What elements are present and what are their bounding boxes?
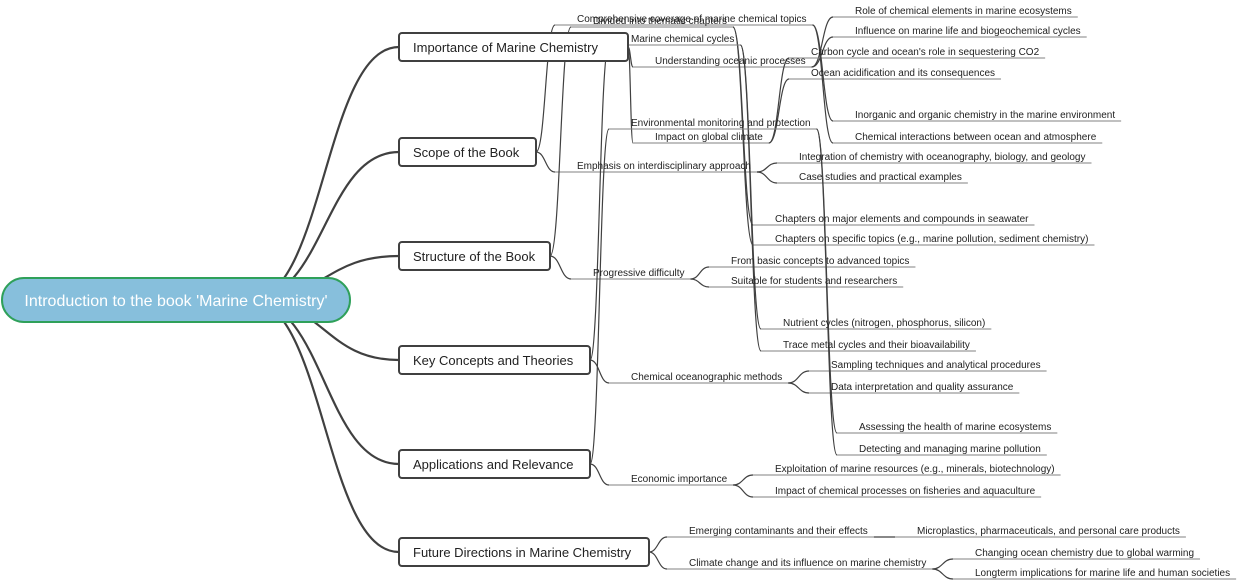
branch-box	[398, 32, 629, 62]
branch-to-subtopic-connector	[648, 551, 668, 570]
detail-label: Detecting and managing marine pollution	[859, 444, 1041, 455]
detail-label: Assessing the health of marine ecosystem…	[859, 422, 1051, 433]
detail-label: Chapters on specific topics (e.g., marin…	[775, 234, 1088, 245]
branch-node[interactable]: Structure of the Book	[398, 241, 551, 271]
detail-label: Microplastics, pharmaceuticals, and pers…	[917, 526, 1180, 537]
root-box	[1, 277, 351, 323]
branch-label: Future Directions in Marine Chemistry	[413, 545, 632, 560]
detail-label: Changing ocean chemistry due to global w…	[975, 548, 1194, 559]
branch-label: Scope of the Book	[413, 145, 520, 160]
subtopic-to-detail-connector	[756, 162, 778, 173]
subtopic-to-detail-connector	[690, 278, 710, 288]
detail-label: Influence on marine life and biogeochemi…	[855, 26, 1081, 37]
subtopic-label: Emerging contaminants and their effects	[689, 526, 868, 537]
branch-label: Applications and Relevance	[413, 457, 573, 472]
subtopic-to-detail-connector	[811, 36, 834, 68]
subtopic-label: Impact on global climate	[655, 132, 763, 143]
detail-label: Exploitation of marine resources (e.g., …	[775, 464, 1055, 475]
detail-label: Trace metal cycles and their bioavailabi…	[783, 340, 970, 351]
branch-to-subtopic-connector	[535, 151, 556, 173]
subtopic-to-detail-connector	[811, 24, 834, 144]
branch-to-subtopic-connector	[549, 255, 572, 280]
subtopic-label: Understanding oceanic processes	[655, 56, 806, 67]
detail-label: Chapters on major elements and compounds…	[775, 214, 1029, 225]
detail-label: Longterm implications for marine life an…	[975, 568, 1230, 579]
branch-node[interactable]: Applications and Relevance	[398, 449, 591, 479]
branch-node[interactable]: Key Concepts and Theories	[398, 345, 591, 375]
branch-box	[398, 345, 591, 375]
detail-label: Nutrient cycles (nitrogen, phosphorus, s…	[783, 318, 985, 329]
branch-to-subtopic-connector	[535, 24, 556, 153]
detail-label: Inorganic and organic chemistry in the m…	[855, 110, 1115, 121]
branch-node[interactable]: Scope of the Book	[398, 137, 537, 167]
subtopic-to-detail-connector	[788, 370, 810, 384]
detail-label: Sampling techniques and analytical proce…	[831, 360, 1041, 371]
branch-to-subtopic-connector	[589, 359, 610, 384]
branch-node[interactable]: Future Directions in Marine Chemistry	[398, 537, 650, 567]
detail-label: Chemical interactions between ocean and …	[855, 132, 1097, 143]
branch-box	[398, 137, 537, 167]
root-node[interactable]: Introduction to the book 'Marine Chemist…	[1, 277, 351, 323]
subtopic-to-detail-connector	[739, 44, 762, 352]
subtopic-to-detail-connector	[733, 474, 754, 486]
subtopic-to-detail-connector	[788, 382, 810, 394]
subtopic-label: Economic importance	[631, 474, 728, 485]
root-to-branch-connector	[249, 298, 400, 554]
detail-label: Case studies and practical examples	[799, 172, 962, 183]
root-to-branch-connector	[249, 45, 400, 302]
root-to-branch-connector	[249, 298, 400, 466]
subtopic-to-detail-connector	[815, 128, 838, 456]
connector-lines	[249, 16, 1237, 580]
detail-label: Role of chemical elements in marine ecos…	[855, 6, 1072, 17]
subtopic-to-detail-connector	[732, 26, 754, 246]
subtopic-to-detail-connector	[768, 57, 790, 144]
branch-node[interactable]: Importance of Marine Chemistry	[398, 32, 629, 62]
branch-box	[398, 449, 591, 479]
detail-label: From basic concepts to advanced topics	[731, 256, 909, 267]
detail-label: Carbon cycle and ocean's role in sequest…	[811, 47, 1040, 58]
detail-label: Data interpretation and quality assuranc…	[831, 382, 1014, 393]
subtopic-to-detail-connector	[932, 568, 954, 580]
subtopic-label: Progressive difficulty	[593, 268, 685, 279]
detail-label: Impact of chemical processes on fisherie…	[775, 486, 1036, 497]
subtopic-label: Chemical oceanographic methods	[631, 372, 782, 383]
branch-box	[398, 537, 650, 567]
branch-label: Key Concepts and Theories	[413, 353, 574, 368]
subtopic-label: Divided into thematic chapters	[593, 16, 727, 27]
root-label: Introduction to the book 'Marine Chemist…	[24, 293, 327, 310]
branch-label: Importance of Marine Chemistry	[413, 40, 598, 55]
branch-to-subtopic-connector	[589, 128, 610, 465]
subtopic-to-detail-connector	[756, 171, 778, 184]
detail-label: Ocean acidification and its consequences	[811, 68, 995, 79]
branch-to-subtopic-connector	[648, 536, 668, 553]
subtopic-label: Comprehensive coverage of marine chemica…	[577, 14, 807, 25]
branch-box	[398, 241, 551, 271]
subtopic-label: Marine chemical cycles	[631, 34, 734, 45]
subtopic-label: Environmental monitoring and protection	[631, 118, 811, 129]
subtopic-label: Emphasis on interdisciplinary approach	[577, 161, 751, 172]
subtopic-to-detail-connector	[768, 78, 790, 144]
branch-to-subtopic-connector	[589, 463, 610, 486]
subtopic-to-detail-connector	[690, 266, 710, 280]
subtopic-to-detail-connector	[811, 16, 834, 68]
subtopic-to-detail-connector	[733, 484, 754, 498]
branch-label: Structure of the Book	[413, 249, 536, 264]
subtopic-label: Climate change and its influence on mari…	[689, 558, 926, 569]
detail-label: Integration of chemistry with oceanograp…	[799, 152, 1085, 163]
subtopic-to-detail-connector	[932, 558, 954, 570]
nodes: Importance of Marine ChemistryUnderstand…	[398, 6, 1230, 579]
detail-label: Suitable for students and researchers	[731, 276, 897, 287]
